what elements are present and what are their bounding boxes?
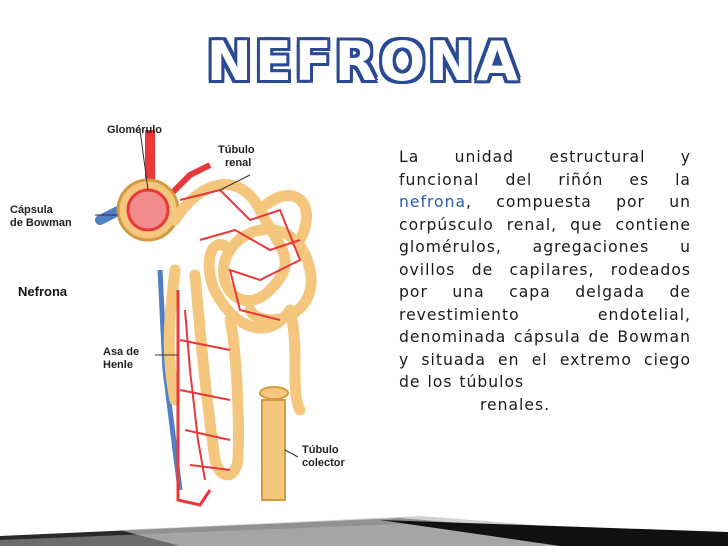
footer-decoration [0, 516, 728, 546]
glomerulus [126, 188, 170, 232]
label-capsula-1: Cápsula [10, 204, 54, 216]
paragraph-last-line: renales. [479, 395, 551, 414]
loop-of-henle [176, 290, 212, 507]
label-asa-1: Asa de [103, 346, 139, 358]
label-glomerulo: Glomérulo [107, 124, 162, 136]
efferent-arteriole [167, 162, 212, 198]
label-tubulo-renal-2: renal [225, 157, 251, 169]
label-colector-2: colector [302, 457, 346, 469]
page-title: NEFRONA [206, 30, 522, 93]
nephron-diagram: Glomérulo Túbulo renal Cápsula de Bowman… [10, 124, 346, 507]
label-nefrona: Nefrona [18, 284, 68, 299]
peritubular-capillaries [179, 188, 302, 481]
highlight-nefrona: nefrona [399, 193, 467, 211]
label-colector-1: Túbulo [302, 444, 339, 456]
vasa-recta-blue [157, 269, 183, 491]
label-asa-2: Henle [103, 359, 133, 371]
label-tubulo-renal-1: Túbulo [218, 144, 255, 156]
description-paragraph: La unidad estructural y funcional del ri… [399, 146, 691, 416]
label-capsula-2: de Bowman [10, 217, 72, 229]
collecting-duct [261, 399, 286, 501]
